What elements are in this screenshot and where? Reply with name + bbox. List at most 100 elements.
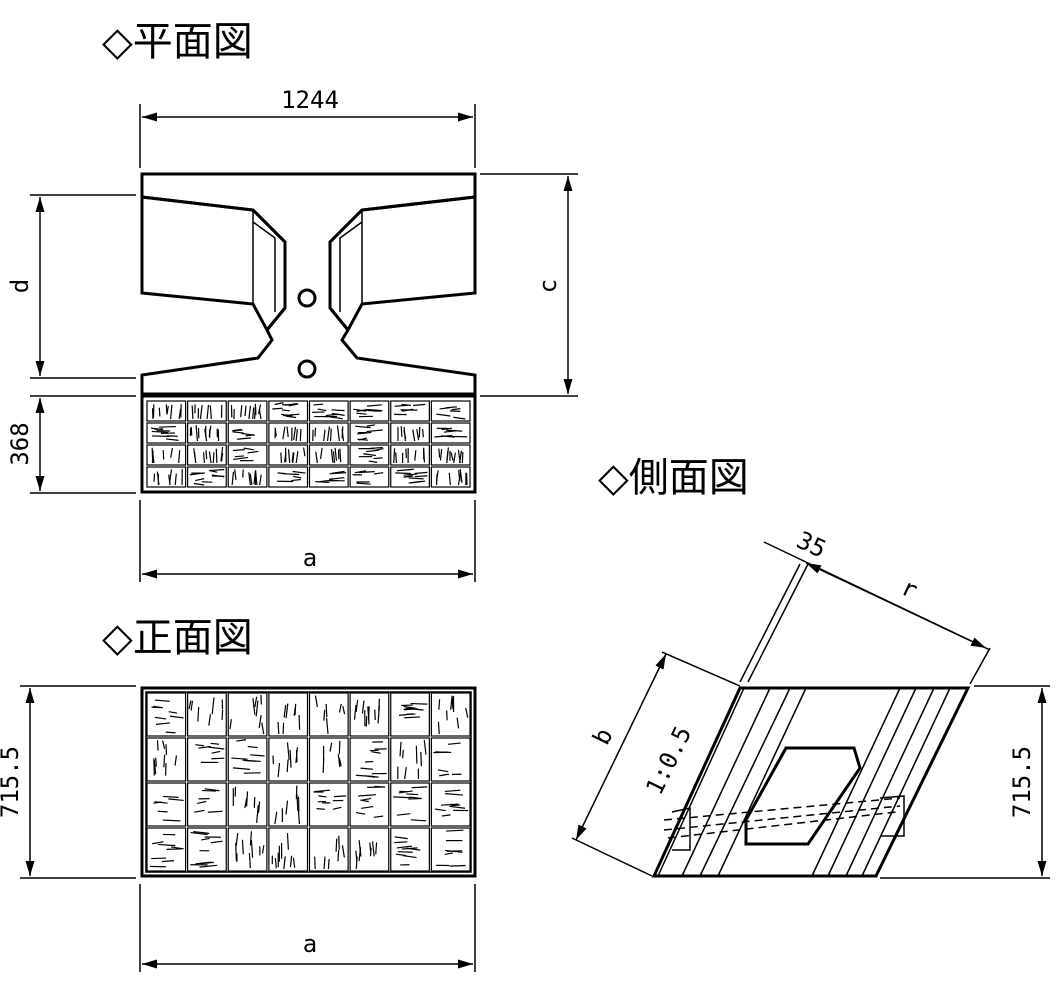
stone-texture-stroke: [436, 470, 439, 482]
dim-a-label: a: [303, 544, 317, 572]
stone-texture-stroke: [408, 480, 422, 484]
dim-side-height-label: 715.5: [1008, 746, 1036, 818]
stone-texture-stroke: [341, 429, 345, 442]
stone-texture-stroke: [198, 745, 211, 749]
stone-texture-stroke: [285, 703, 289, 719]
stone-texture-stroke: [201, 837, 210, 841]
stone-texture-stroke: [303, 447, 306, 457]
side-view-title: ◇側面図: [598, 455, 749, 501]
stone-block: [187, 782, 227, 827]
side-internal-lines: [681, 687, 951, 877]
stone-texture-stroke: [371, 751, 381, 754]
stone-texture-stroke: [165, 438, 179, 441]
stone-texture-stroke: [409, 796, 422, 800]
dim-368-label: 368: [6, 422, 34, 465]
stone-texture-stroke: [406, 847, 421, 851]
stone-texture-stroke: [377, 705, 381, 724]
stone-block: [349, 827, 390, 872]
stone-texture-stroke: [339, 448, 342, 463]
stone-texture-stroke: [153, 760, 157, 775]
stone-texture-stroke: [208, 451, 212, 464]
stone-texture-stroke: [283, 705, 287, 718]
stone-texture-stroke: [341, 845, 345, 858]
ext-line-b-bottom: [571, 837, 653, 877]
stone-texture-stroke: [163, 754, 166, 768]
stone-texture-stroke: [396, 468, 414, 472]
stone-texture-stroke: [394, 836, 408, 840]
stone-texture-stroke: [400, 426, 403, 438]
stone-texture-stroke: [178, 408, 182, 420]
dim-1244-label: 1244: [281, 86, 339, 114]
plan-view-title: ◇平面図: [102, 19, 253, 65]
stone-block: [349, 782, 390, 827]
stone-block: [390, 827, 430, 872]
stone-texture-stroke: [212, 452, 215, 464]
stone-texture-stroke: [202, 452, 206, 464]
stone-texture-stroke: [253, 403, 257, 420]
stone-texture-stroke: [439, 406, 451, 410]
stone-block: [187, 827, 227, 872]
stone-texture-stroke: [274, 427, 277, 437]
stone-texture-stroke: [286, 742, 290, 760]
stone-texture-stroke: [170, 846, 184, 850]
stone-texture-stroke: [162, 795, 179, 798]
stone-texture-stroke: [282, 473, 300, 476]
stone-texture-stroke: [434, 808, 446, 812]
stone-texture-stroke: [335, 838, 338, 852]
stone-texture-stroke: [325, 717, 329, 735]
stone-texture-stroke: [285, 415, 297, 419]
stone-block: [349, 444, 390, 466]
stone-texture-stroke: [450, 695, 453, 710]
stone-texture-stroke: [451, 697, 454, 710]
stone-texture-stroke: [195, 861, 212, 865]
stone-texture-stroke: [333, 795, 347, 798]
stone-texture-stroke: [286, 426, 289, 438]
plan-hole-upper: [297, 288, 317, 308]
stone-texture-stroke: [274, 811, 278, 825]
stone-texture-stroke: [211, 697, 215, 715]
stone-texture-stroke: [232, 431, 244, 434]
stone-texture-stroke: [195, 478, 205, 482]
dim-front-a-label: a: [303, 930, 317, 958]
stone-texture-stroke: [236, 437, 252, 440]
stone-texture-stroke: [211, 750, 221, 754]
stone-texture-stroke: [151, 841, 164, 845]
stone-texture-stroke: [453, 452, 456, 464]
stone-texture-stroke: [373, 815, 384, 818]
stone-texture-stroke: [338, 757, 342, 767]
stone-texture-stroke: [293, 707, 296, 716]
stone-texture-stroke: [244, 797, 248, 809]
stone-texture-stroke: [232, 767, 251, 770]
stone-texture-stroke: [453, 416, 466, 420]
stone-texture-stroke: [231, 471, 235, 486]
stone-texture-stroke: [410, 819, 427, 822]
stone-block: [146, 466, 187, 488]
stone-texture-stroke: [314, 856, 316, 870]
stone-texture-stroke: [361, 805, 374, 809]
stone-texture-stroke: [397, 851, 413, 853]
stone-texture-stroke: [158, 425, 176, 428]
stone-block: [308, 444, 349, 466]
stone-block: [430, 466, 471, 488]
stone-texture-stroke: [330, 448, 334, 463]
stone-texture-stroke: [199, 405, 203, 420]
stone-texture-stroke: [325, 413, 339, 417]
stone-texture-stroke: [374, 472, 384, 475]
stone-texture-stroke: [356, 408, 368, 412]
stone-texture-stroke: [293, 426, 297, 440]
plan-view: 1244 d c 368 a: [6, 86, 578, 582]
stone-texture-stroke: [355, 774, 374, 778]
dim-front-height-label: 715.5: [0, 746, 24, 818]
ext-line-r-right: [969, 647, 991, 685]
stone-block: [187, 400, 227, 422]
stone-texture-stroke: [318, 795, 327, 798]
dim-c-label: c: [534, 279, 562, 293]
stone-texture-stroke: [367, 706, 370, 721]
stone-block: [308, 422, 349, 444]
stone-texture-stroke: [332, 451, 336, 464]
stone-texture-stroke: [369, 847, 372, 857]
stone-texture-stroke: [199, 864, 218, 868]
stone-texture-stroke: [356, 482, 371, 485]
stone-texture-stroke: [283, 452, 287, 463]
stone-texture-stroke: [363, 453, 376, 457]
